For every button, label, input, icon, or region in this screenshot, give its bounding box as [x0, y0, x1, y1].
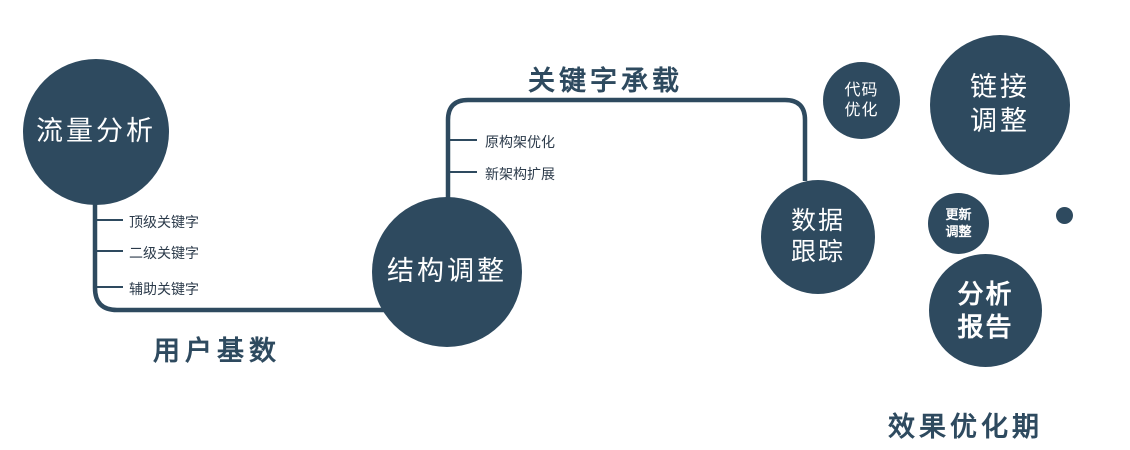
node-code-optimization: 代码 优化 [823, 62, 900, 139]
node-label-line1: 数据 [790, 206, 845, 235]
node-label: 结构调整 [387, 256, 507, 287]
node-label-line1: 更新 [945, 207, 972, 223]
node-link-adjustment: 链接 调整 [930, 35, 1070, 175]
user-base-connector [92, 198, 385, 313]
node-label-line2: 调整 [970, 106, 1030, 136]
section-label-effect-period: 效果优化期 [888, 412, 1043, 442]
branch-label-new-arch: 新架构扩展 [485, 166, 555, 182]
node-update-adjustment: 更新 调整 [928, 193, 989, 254]
node-analysis-report: 分析 报告 [929, 254, 1042, 367]
node-label-line2: 跟踪 [790, 238, 845, 266]
branch-label-top-keywords: 顶级关键字 [129, 214, 199, 230]
edge-label-keyword-carry: 关键字承载 [528, 66, 683, 96]
edge-label-user-base: 用户基数 [153, 336, 281, 366]
branch-label-secondary-keywords: 二级关键字 [129, 245, 199, 261]
node-label-line2: 报告 [957, 311, 1014, 342]
node-traffic-analysis: 流量分析 [23, 59, 169, 205]
keyword-carry-connector [445, 97, 808, 199]
branch-label-original-arch: 原构架优化 [485, 134, 555, 150]
node-data-tracking: 数据 跟踪 [761, 180, 875, 294]
node-label-line1: 分析 [957, 279, 1014, 309]
bullet-dot [1056, 207, 1073, 224]
node-label-line1: 链接 [970, 72, 1030, 103]
node-label: 流量分析 [36, 116, 156, 147]
node-label-line2: 调整 [945, 223, 972, 239]
node-structure-adjust: 结构调整 [372, 197, 522, 347]
node-label-line1: 代码 [844, 81, 879, 99]
node-label-line2: 优化 [844, 101, 879, 119]
branch-label-auxiliary-keywords: 辅助关键字 [129, 281, 199, 297]
